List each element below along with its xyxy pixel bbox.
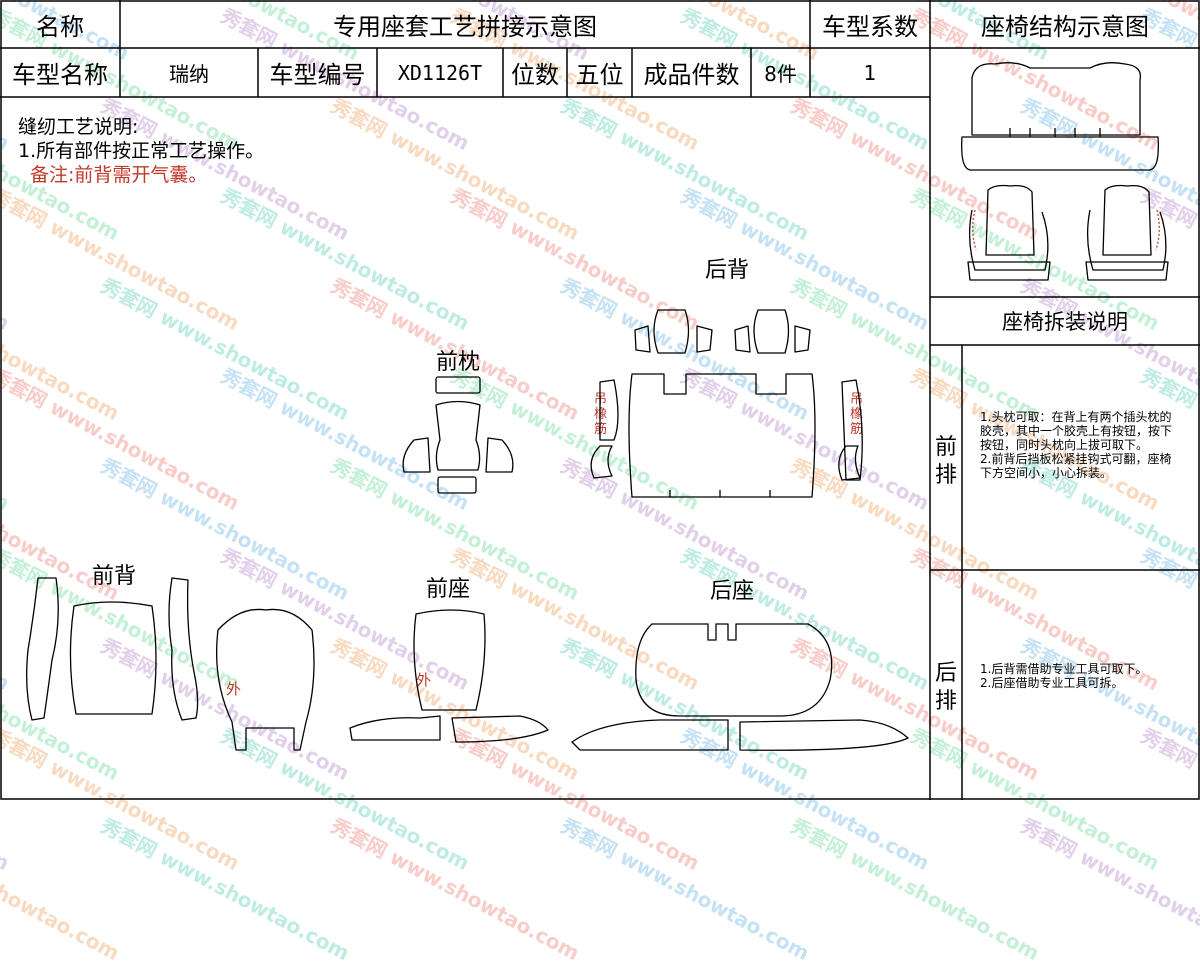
pieces-label: 成品件数	[643, 61, 740, 89]
watermark-text: 秀套网 www.showtao.com	[786, 813, 1044, 966]
name-label: 名称	[36, 12, 84, 41]
front-row-label: 前排	[934, 435, 957, 488]
label-outer-left: 外	[226, 680, 242, 698]
notes-remark: 备注:前背需开气囊。	[30, 164, 208, 186]
model-name-label: 车型名称	[12, 61, 108, 89]
rear-row-text: 1.后背需借助专业工具可取下。 2.后座借助专业工具可拆。	[980, 662, 1148, 690]
removal-title: 座椅拆装说明	[1002, 310, 1128, 334]
model-code-label: 车型编号	[269, 61, 366, 89]
front-row-text: 1.头枕可取：在背上有两个插头枕的胶壳，其中一个胶壳上有按钮，按下按钮，同时头枕…	[980, 410, 1173, 480]
notes-heading: 缝纫工艺说明:	[18, 116, 139, 138]
model-code-value: XD1126T	[397, 60, 483, 85]
pieces-value: 8件	[764, 62, 797, 86]
watermark-text: 秀套网 www.showtao.com	[326, 813, 584, 966]
pattern-drawing	[26, 62, 1169, 751]
rear-row-label: 后排	[934, 661, 957, 714]
page-title: 专用座套工艺拼接示意图	[333, 12, 597, 41]
seats-value: 五位	[575, 61, 624, 89]
seats-label: 位数	[511, 61, 559, 89]
structure-title: 座椅结构示意图	[981, 12, 1149, 41]
coef-value: 1	[863, 60, 877, 85]
label-front-back: 前背	[92, 564, 137, 589]
front-headrest-pieces	[402, 376, 514, 494]
notes-item-1: 1.所有部件按正常工艺操作。	[18, 140, 265, 162]
label-front-headrest: 前枕	[436, 350, 481, 375]
label-hang-band-right: 吊橡筋	[850, 392, 864, 437]
seat-structure-illustration	[961, 62, 1169, 281]
label-rear-back: 后背	[705, 258, 750, 283]
rear-back-pieces	[590, 309, 863, 498]
front-back-pieces	[26, 577, 315, 751]
table-grid	[0, 0, 1200, 800]
label-rear-seat: 后座	[710, 579, 755, 604]
watermark-text: 秀套网 www.showtao.com	[96, 813, 354, 966]
model-name-value: 瑞纳	[169, 62, 209, 86]
rear-seat-pieces	[571, 623, 909, 751]
watermark-text: 秀套网 www.showtao.com	[556, 813, 814, 966]
front-seat-pieces	[349, 609, 549, 743]
label-outer-right: 外	[416, 671, 432, 689]
label-front-seat: 前座	[426, 577, 471, 602]
coef-label: 车型系数	[822, 12, 918, 41]
